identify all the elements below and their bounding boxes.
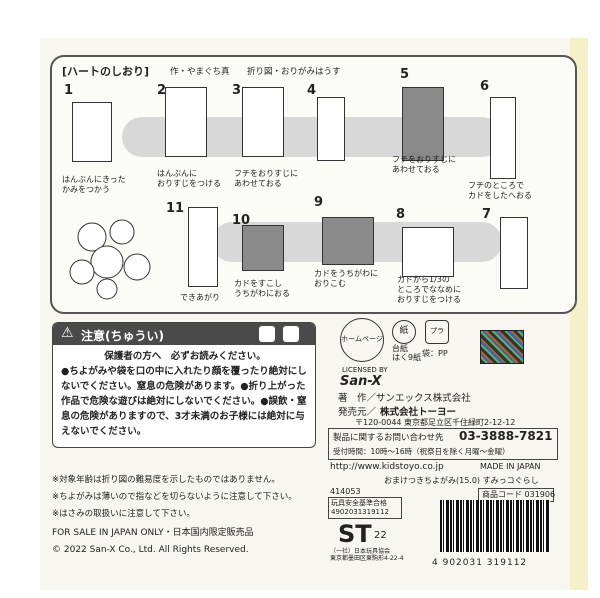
step-9-caption: カドをうちがわに おりこむ xyxy=(314,269,378,288)
paper-label: 台紙 はく9紙 xyxy=(392,344,422,362)
toy-safety-label: 玩具安全基準合格 xyxy=(331,499,387,507)
plastic-recycle-badge: プラ xyxy=(425,320,449,344)
inquiry-phone: 03-3888-7821 xyxy=(459,429,553,443)
caution-body: 保護者の方へ 必ずお読みください。 ●ちよがみや袋を口の中に入れたり顔を覆ったり… xyxy=(61,349,309,439)
step-5-figure xyxy=(402,87,444,161)
step-3-number: 3 xyxy=(232,83,242,98)
caution-text: ●ちよがみや袋を口の中に入れたり顔を覆ったり絶対にしないでください。窒息の危険が… xyxy=(61,366,307,437)
step-9-number: 9 xyxy=(314,195,324,210)
step-7-figure xyxy=(500,217,528,289)
paper-recycle-badge: 紙 xyxy=(392,320,416,344)
bag-label: 袋：PP xyxy=(422,349,448,358)
step-5-number: 5 xyxy=(400,67,410,82)
step-3-caption: フチをおりすじに あわせておる xyxy=(234,169,298,188)
toy-safety-box: 玩具安全基準合格 4902031319112 xyxy=(328,497,402,519)
caution-box: ⚠ 注意(ちゅうい) 保護者の方へ 必ずお読みください。 ●ちよがみや袋を口の中… xyxy=(52,322,316,448)
product-name: おまけつきちよがみ(15.0) すみっコぐらし xyxy=(384,476,539,485)
step-6-figure xyxy=(490,97,516,179)
warning-icon: ⚠ xyxy=(61,325,74,341)
step-11-number: 11 xyxy=(166,201,185,216)
step-11-figure xyxy=(188,207,218,287)
step-10-caption: カドをすこし うちがわにおる xyxy=(234,279,290,298)
author-line: 著 作／サンエックス株式会社 xyxy=(338,393,471,404)
product-code: 商品コード 031906 xyxy=(482,490,556,499)
step-7-number: 7 xyxy=(482,207,492,222)
inquiry-hours: 受付時間：10時〜16時（祝祭日を除く月曜〜金曜） xyxy=(333,447,510,456)
origami-instructions-panel: [ハートのしおり] 作・やまぐち真 折り図・おりがみはうす 1 はんぶんにきった… xyxy=(50,55,577,314)
step-10-number: 10 xyxy=(232,213,251,228)
step-2-figure xyxy=(165,87,207,157)
characters-illustration xyxy=(69,219,151,300)
sale-notice: FOR SALE IN JAPAN ONLY・日本国内限定販売品 xyxy=(52,528,254,538)
step-10-figure xyxy=(242,225,284,271)
instructions-title: [ハートのしおり] xyxy=(62,65,150,78)
seller-label: 発売元／ xyxy=(338,407,377,418)
st-number: 22 xyxy=(374,530,387,541)
note-2: ※ちよがみは薄いので指などを切らないように注意して下さい。 xyxy=(52,492,297,502)
notes: ※対象年齢は折り図の難易度を示したものではありません。 ※ちよがみは薄いので指な… xyxy=(52,472,297,559)
homepage-badge: ホームページ xyxy=(340,318,384,362)
step-2-number: 2 xyxy=(157,83,167,98)
hologram-sticker xyxy=(480,330,524,364)
st-mark: ST xyxy=(338,520,372,548)
jan-small: 4902031319112 xyxy=(331,508,389,516)
small-code: 414053 xyxy=(330,487,361,496)
note-1: ※対象年齢は折り図の難易度を示したものではありません。 xyxy=(52,475,280,485)
step-2-caption: はんぶんに おりすじをつける xyxy=(157,169,221,188)
step-8-caption: カドから1/3の ところでななめに おりすじをつける xyxy=(397,275,461,304)
caution-header: ⚠ 注意(ちゅうい) xyxy=(53,323,315,345)
inquiry-box: 製品に関するお問い合わせ先 03-3888-7821 受付時間：10時〜16時（… xyxy=(328,428,558,460)
seller-name: 株式会社トーヨー xyxy=(380,407,457,418)
step-9-figure xyxy=(322,217,374,265)
step-4-figure xyxy=(317,97,345,161)
made-in-japan: MADE IN JAPAN xyxy=(480,462,541,471)
step-6-number: 6 xyxy=(480,79,490,94)
barcode-digits: 4 902031 319112 xyxy=(432,558,528,568)
step-4-number: 4 xyxy=(307,83,317,98)
note-3: ※はさみの取扱いに注意して下さい。 xyxy=(52,509,195,519)
caution-parent-notice: 保護者の方へ 必ずお読みください。 xyxy=(104,351,266,362)
inquiry-label: 製品に関するお問い合わせ先 xyxy=(333,433,444,443)
step-1-caption: はんぶんにきった かみをつかう xyxy=(62,175,126,194)
step-1-figure xyxy=(72,102,112,162)
seller-address: 〒120-0044 東京都足立区千住緑町2-12-12 xyxy=(355,418,516,427)
caution-title: 注意(ちゅうい) xyxy=(81,329,164,343)
licensed-by: LICENSED BY xyxy=(342,366,388,374)
age-warning-icon xyxy=(259,326,275,342)
step-1-number: 1 xyxy=(64,83,74,98)
step-8-number: 8 xyxy=(396,207,406,222)
copyright: © 2022 San-X Co., Ltd. All Rights Reserv… xyxy=(52,545,249,555)
san-x-logo: San-X xyxy=(340,374,382,389)
fold-credit: 折り図・おりがみはうす xyxy=(247,67,341,77)
step-3-figure xyxy=(242,87,284,157)
step-8-figure xyxy=(402,227,454,277)
step-6-caption: フチのところで カドをしたへおる xyxy=(468,181,532,200)
step-11-caption: できあがり xyxy=(180,293,220,302)
website-url[interactable]: http://www.kidstoyo.co.jp xyxy=(330,462,444,472)
author-credit: 作・やまぐち真 xyxy=(170,67,230,77)
scissors-warning-icon xyxy=(283,326,299,342)
st-caption: （一社）日本玩具協会 東京都墨田区東駒形4-22-4 xyxy=(330,548,404,562)
step-5-caption: フチをおりすじに あわせておる xyxy=(392,155,456,174)
barcode xyxy=(440,500,550,552)
